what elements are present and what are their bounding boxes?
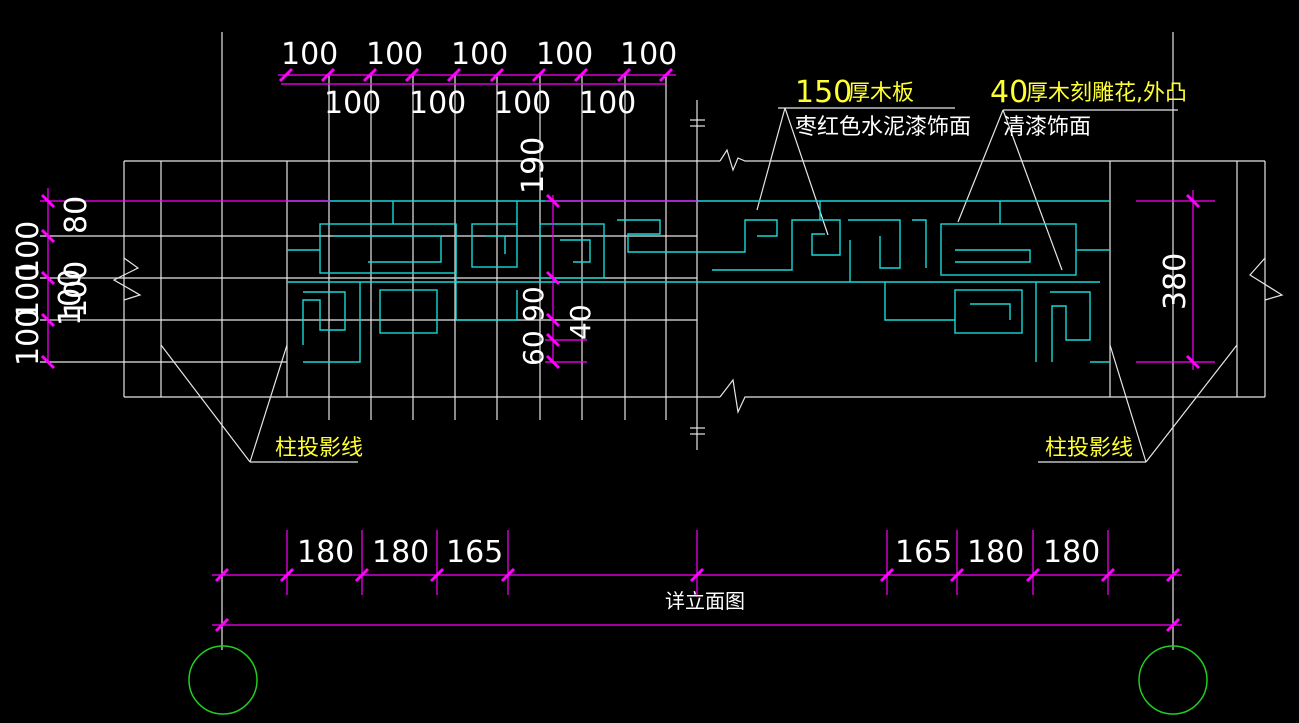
left-dim-outer-2: 100 — [11, 263, 46, 320]
top-dim-8: 100 — [494, 86, 551, 121]
left-dim-outer-1: 100 — [11, 221, 46, 278]
carving-pattern — [287, 200, 1110, 363]
bottom-dim-4: 165 — [895, 535, 952, 570]
top-dim-3: 100 — [451, 37, 508, 72]
top-dim-2: 100 — [366, 37, 423, 72]
drawing-title: 详立面图 — [665, 589, 745, 613]
top-dim-1: 100 — [281, 37, 338, 72]
dimension-ticks — [40, 67, 1201, 633]
left-dim-inner-2: 100 — [59, 261, 94, 318]
carving-material: 厚木刻雕花,外凸 — [1026, 81, 1187, 106]
left-dimension-labels: 100 100 100 80 100 100 — [11, 196, 94, 366]
bottom-dim-1: 180 — [297, 535, 354, 570]
top-dim-5: 100 — [620, 37, 677, 72]
right-dim-380: 380 — [1158, 253, 1193, 310]
left-dim-inner-1: 80 — [59, 196, 94, 234]
dimension-lines — [40, 74, 1215, 626]
axis-circle-left — [188, 645, 258, 715]
center-dim-40: 40 — [564, 304, 597, 340]
left-dim-inner-3: 100 — [53, 269, 88, 326]
top-dim-4: 100 — [536, 37, 593, 72]
axis-circle-right — [1138, 645, 1208, 715]
annotations: 150 厚木板 枣红色水泥漆饰面 40 厚木刻雕花,外凸 清漆饰面 柱投影线 柱… — [275, 75, 1187, 613]
top-dim-6: 100 — [324, 86, 381, 121]
top-dim-9: 100 — [579, 86, 636, 121]
bottom-dim-3: 165 — [446, 535, 503, 570]
center-dim-190: 190 — [516, 137, 551, 194]
bottom-dim-5: 180 — [967, 535, 1024, 570]
left-dim-outer-3: 100 — [11, 309, 46, 366]
top-dimension-labels: 100 100 100 100 100 100 100 100 100 — [281, 37, 677, 121]
column-line-right: 柱投影线 — [1045, 436, 1133, 461]
column-line-left: 柱投影线 — [275, 436, 363, 461]
center-dim-90: 90 — [517, 286, 550, 322]
carving-thickness: 40 — [990, 75, 1028, 110]
top-dim-7: 100 — [409, 86, 466, 121]
carving-finish: 清漆饰面 — [1003, 115, 1091, 140]
bottom-dimension-labels: 180 180 165 165 180 180 — [297, 535, 1100, 570]
bottom-dim-6: 180 — [1043, 535, 1100, 570]
board-material: 厚木板 — [848, 81, 914, 106]
center-dim-60: 60 — [517, 330, 550, 366]
board-thickness: 150 — [795, 75, 852, 110]
board-finish: 枣红色水泥漆饰面 — [795, 115, 971, 140]
bottom-dim-2: 180 — [372, 535, 429, 570]
center-dimension-labels: 190 90 60 40 — [516, 137, 597, 366]
